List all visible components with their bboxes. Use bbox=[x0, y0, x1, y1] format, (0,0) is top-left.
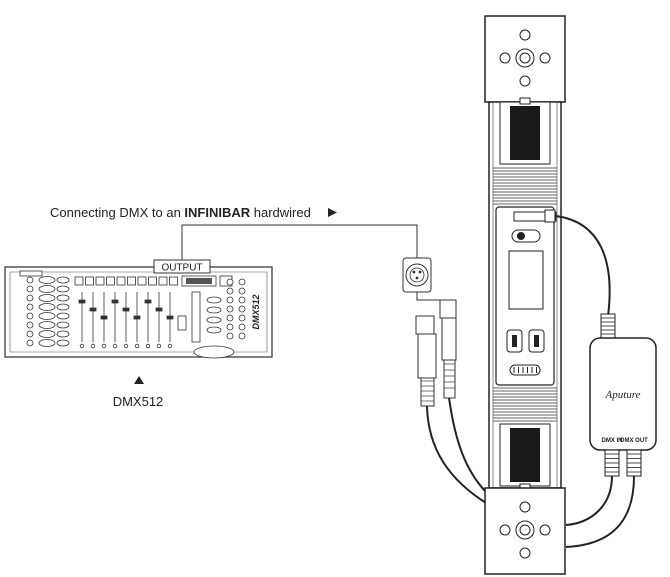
xlr-cable-a bbox=[426, 405, 487, 504]
heatsink-fins-top bbox=[493, 167, 557, 205]
console-display-digits bbox=[186, 278, 212, 284]
xlr-cable-assembly bbox=[402, 257, 487, 504]
bottom-cap-mount bbox=[499, 501, 551, 559]
console-name-label: DMX512 bbox=[113, 394, 164, 409]
upper-mount-window bbox=[510, 106, 540, 160]
console-top-buttons bbox=[19, 270, 178, 286]
console-right-buttons bbox=[206, 278, 246, 340]
triangle-right-icon bbox=[328, 208, 337, 217]
console-model-mark: DMX512 bbox=[251, 294, 261, 329]
console-jog-wheel bbox=[193, 345, 235, 359]
panel-port-plug bbox=[544, 209, 556, 223]
infinibar-fixture bbox=[484, 15, 566, 575]
diagram-caption: Connecting DMX to an INFINIBAR hardwired bbox=[50, 205, 311, 220]
xlr-plug-left-head bbox=[415, 315, 435, 335]
triangle-up-icon bbox=[134, 376, 144, 384]
adapter-brand: Aputure bbox=[604, 389, 640, 401]
adapter-output-cable-a bbox=[565, 475, 613, 526]
dmx-console: OUTPUT DMX512 bbox=[4, 259, 273, 359]
xlr-plug-left-boot bbox=[420, 377, 435, 407]
dmx-adapter: Aputure DMX IN DMX OUT bbox=[555, 215, 657, 548]
output-label: OUTPUT bbox=[161, 263, 202, 274]
heatsink-fins-bottom bbox=[493, 387, 557, 422]
xlr-plug-right-head bbox=[439, 299, 457, 319]
xlr-plug-left-body bbox=[417, 333, 437, 379]
panel-toggle-switch bbox=[511, 229, 541, 243]
console-faders bbox=[78, 291, 201, 349]
adapter-output-cable-b bbox=[565, 475, 635, 548]
adapter-input-cable bbox=[555, 215, 611, 317]
adapter-port-a-label: DMX IN bbox=[602, 438, 623, 444]
caption-suffix: hardwired bbox=[250, 205, 311, 220]
connection-line bbox=[181, 224, 418, 262]
caption-brand: INFINIBAR bbox=[184, 205, 250, 220]
top-cap-mount bbox=[499, 29, 551, 87]
adapter-port-b-label: DMX OUT bbox=[620, 438, 648, 444]
xlr-plug-right-body bbox=[441, 317, 457, 361]
console-left-knobs bbox=[26, 276, 70, 347]
adapter-box bbox=[589, 337, 657, 451]
panel-screen bbox=[508, 250, 544, 310]
caption-prefix: Connecting DMX to an bbox=[50, 205, 184, 220]
xlr-plug-right-boot bbox=[443, 359, 456, 399]
xlr-cable-b bbox=[448, 397, 487, 493]
lower-mount-window bbox=[510, 428, 540, 482]
output-label-box bbox=[153, 259, 211, 274]
